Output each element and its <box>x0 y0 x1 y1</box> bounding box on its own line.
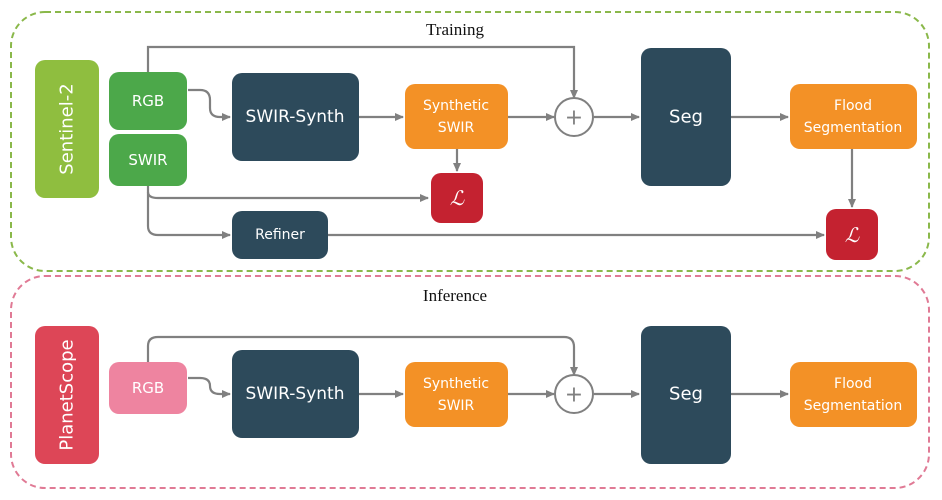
inference-flood-label: Flood <box>834 376 872 392</box>
sentinel-2-block: Sentinel-2 <box>35 60 99 198</box>
inference-section: Inference PlanetScope RGB SWIR-Synth Syn… <box>10 275 930 489</box>
inference-title: Inference <box>423 286 487 305</box>
training-swir-label: SWIR <box>128 151 167 169</box>
training-synthetic-label: Synthetic <box>423 98 489 114</box>
inference-synthetic-label: Synthetic <box>423 376 489 392</box>
planetscope-label: PlanetScope <box>57 339 78 450</box>
training-loss-box-1: ℒ <box>431 173 483 223</box>
inference-plus-node: + <box>554 374 594 414</box>
inference-segmentation-label: Segmentation <box>804 398 902 414</box>
training-segmentation-label: Segmentation <box>804 120 902 136</box>
inference-frame <box>10 275 930 489</box>
training-section: Training Sentinel-2 RGB SWIR <box>10 11 930 272</box>
arrow-rgb-to-swir-synth <box>188 88 231 121</box>
inference-arrow-rgb-to-plus <box>146 335 578 376</box>
training-refiner-box: Refiner <box>232 211 328 259</box>
training-frame <box>10 11 930 272</box>
training-rgb-box: RGB <box>109 72 187 130</box>
inference-rgb-box: RGB <box>109 362 187 414</box>
inference-swir-synth-label: SWIR-Synth <box>246 384 345 404</box>
training-synthetic-swir-box: Synthetic SWIR <box>405 84 508 149</box>
arrow-swir-to-refiner <box>146 192 231 239</box>
sentinel-2-label: Sentinel-2 <box>57 83 78 174</box>
training-loss-symbol-1: ℒ <box>450 186 465 210</box>
arrow-rgb-to-plus <box>146 45 578 99</box>
inference-swir-label-2: SWIR <box>438 398 475 414</box>
inference-rgb-label: RGB <box>132 379 164 397</box>
inference-arrow-rgb-to-swir-synth <box>188 376 231 398</box>
inference-swir-synth-box: SWIR-Synth <box>232 350 359 438</box>
inference-seg-box: Seg <box>641 326 731 464</box>
training-swir-label-2: SWIR <box>438 120 475 136</box>
training-loss-symbol-2: ℒ <box>845 223 860 247</box>
inference-seg-label: Seg <box>669 384 703 405</box>
inference-plus-symbol: + <box>565 383 583 408</box>
training-refiner-label: Refiner <box>255 227 305 243</box>
training-flood-segmentation-box: Flood Segmentation <box>790 84 917 149</box>
training-seg-box: Seg <box>641 48 731 186</box>
training-plus-node: + <box>554 97 594 137</box>
training-title: Training <box>426 20 484 39</box>
arrow-swir-to-loss <box>146 186 429 202</box>
training-seg-label: Seg <box>669 107 703 128</box>
training-rgb-label: RGB <box>132 92 164 110</box>
training-swir-synth-label: SWIR-Synth <box>246 107 345 127</box>
training-plus-symbol: + <box>565 106 583 131</box>
planetscope-block: PlanetScope <box>35 326 99 464</box>
training-swir-box: SWIR <box>109 134 187 186</box>
training-loss-box-2: ℒ <box>826 209 878 260</box>
inference-synthetic-swir-box: Synthetic SWIR <box>405 362 508 427</box>
training-swir-synth-box: SWIR-Synth <box>232 73 359 161</box>
training-flood-label: Flood <box>834 98 872 114</box>
inference-flood-segmentation-box: Flood Segmentation <box>790 362 917 427</box>
